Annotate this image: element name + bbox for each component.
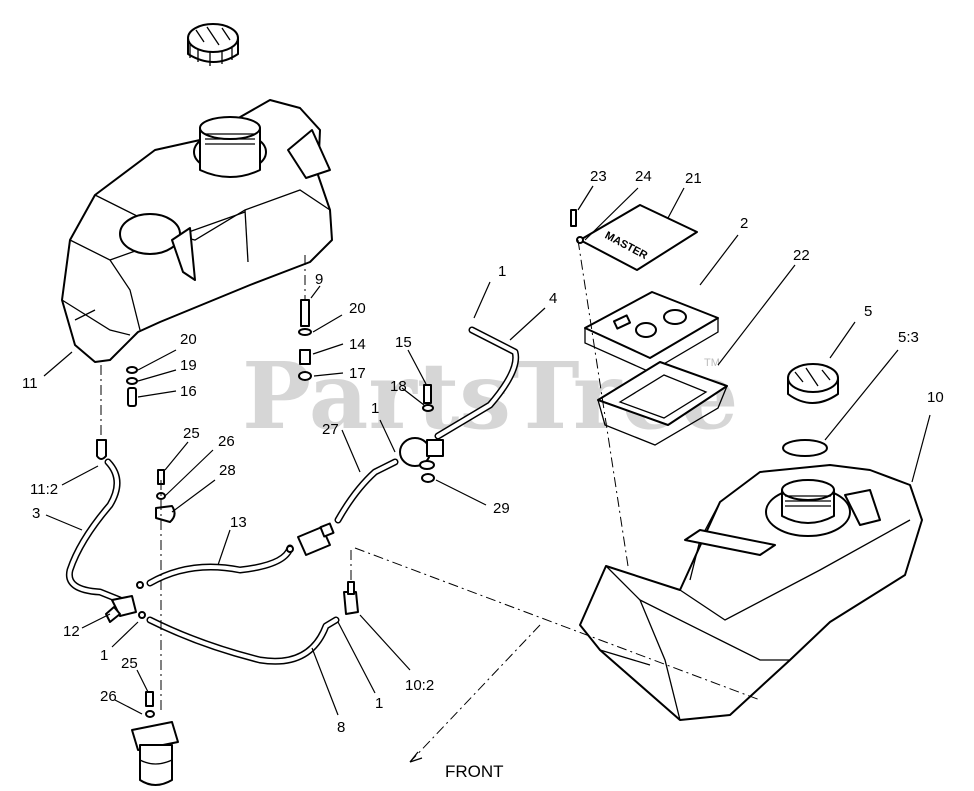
callout-23: 23 — [590, 168, 607, 185]
inline-fuel-filter — [286, 522, 335, 556]
left-clip-group — [155, 469, 176, 710]
callout-25-top: 25 — [183, 425, 200, 442]
callout-1-left: 1 — [100, 647, 108, 664]
callout-26-bottom: 26 — [100, 688, 117, 705]
callout-19: 19 — [180, 357, 197, 374]
callout-11-2: 11:2 — [30, 481, 58, 498]
right-fuel-cap — [782, 363, 839, 457]
callout-20-left: 20 — [180, 331, 197, 348]
callout-5: 5 — [864, 303, 872, 320]
callout-5-3: 5:3 — [898, 329, 919, 346]
callout-3: 3 — [32, 505, 40, 522]
watermark-trademark: TM — [704, 357, 720, 369]
callout-12: 12 — [63, 623, 80, 640]
callout-21: 21 — [685, 170, 702, 187]
left-fuel-cap — [187, 23, 239, 66]
callout-25-bottom: 25 — [121, 655, 138, 672]
callout-1-top: 1 — [498, 263, 506, 280]
callout-9: 9 — [315, 271, 323, 288]
right-fuel-tank — [579, 464, 923, 721]
right-tank-fitting — [343, 550, 359, 615]
leader-lines — [43, 185, 931, 716]
callout-13: 13 — [230, 514, 247, 531]
callout-28: 28 — [219, 462, 236, 479]
tee-fitting — [105, 581, 146, 623]
callout-18: 18 — [390, 378, 407, 395]
callout-11: 11 — [22, 375, 38, 392]
front-label: FRONT — [445, 762, 504, 781]
callout-26-top: 26 — [218, 433, 235, 450]
callout-1-mid: 1 — [371, 400, 379, 417]
callout-16: 16 — [180, 383, 197, 400]
front-direction: FRONT — [354, 547, 761, 781]
fuel-shutoff-valve — [399, 384, 444, 483]
callout-15: 15 — [395, 334, 412, 351]
left-tank-hardware — [96, 255, 312, 460]
callout-27: 27 — [322, 421, 339, 438]
callout-22: 22 — [793, 247, 810, 264]
left-fuel-tank — [61, 99, 333, 363]
sediment-bowl — [131, 691, 179, 786]
callout-labels: 23 24 21 2 22 5 5:3 10 1 4 15 18 1 27 29… — [22, 168, 944, 736]
callout-8: 8 — [337, 719, 345, 736]
callout-1-bottom: 1 — [375, 695, 383, 712]
callout-2: 2 — [740, 215, 748, 232]
callout-10: 10 — [927, 389, 944, 406]
callout-14: 14 — [349, 336, 366, 353]
callout-24: 24 — [635, 168, 652, 185]
callout-17: 17 — [349, 365, 366, 382]
callout-4: 4 — [549, 290, 557, 307]
callout-20-right: 20 — [349, 300, 366, 317]
plate-assembly: MASTER — [570, 204, 728, 567]
fuel-hoses — [65, 326, 520, 665]
callout-10-2: 10:2 — [405, 677, 434, 694]
callout-29: 29 — [493, 500, 510, 517]
